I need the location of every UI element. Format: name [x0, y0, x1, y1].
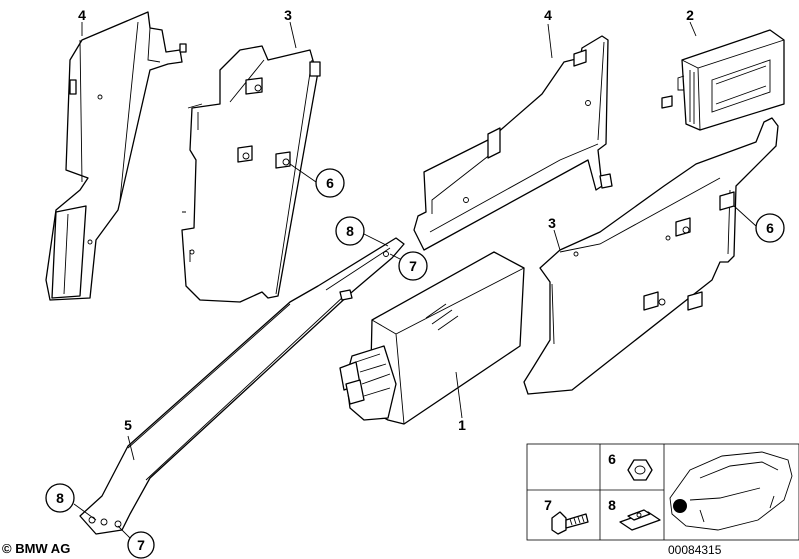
control-unit-part-1	[339, 251, 525, 425]
hardware-legend-box: 6 7 8	[526, 443, 799, 541]
callout-8-lower: 8	[56, 490, 64, 506]
legend-label-6: 6	[608, 451, 616, 467]
callouts: 4 3 6 4 2 3 6 8 7 1 5 8 7	[45, 7, 785, 559]
callout-5: 5	[124, 417, 132, 433]
callout-7-upper: 7	[409, 258, 417, 274]
clip-nut-icon	[619, 509, 661, 531]
screw-icon	[551, 511, 589, 535]
callout-7-lower: 7	[137, 537, 145, 553]
callout-8-upper: 8	[346, 223, 354, 239]
bracket-part-3-right	[523, 117, 779, 395]
bracket-part-4-right	[413, 35, 613, 251]
legend-label-8: 8	[608, 497, 616, 513]
callout-3-right: 3	[548, 215, 556, 231]
copyright-text: © BMW AG	[2, 541, 70, 556]
callout-4-left: 4	[78, 7, 86, 23]
callout-1: 1	[458, 417, 466, 433]
bracket-part-3-left	[181, 45, 321, 303]
bracket-part-4-left	[45, 11, 187, 301]
reference-number: 00084315	[668, 543, 722, 557]
vehicle-location-icon	[669, 451, 793, 531]
legend-label-7: 7	[544, 497, 552, 513]
brace-part-5	[79, 237, 405, 535]
callout-6-left: 6	[326, 175, 334, 191]
hex-nut-icon	[627, 459, 653, 481]
callout-4-right: 4	[544, 7, 552, 23]
callout-2: 2	[686, 7, 694, 23]
callout-3-left: 3	[284, 7, 292, 23]
callout-6-right: 6	[766, 220, 774, 236]
control-unit-part-2	[661, 29, 785, 131]
